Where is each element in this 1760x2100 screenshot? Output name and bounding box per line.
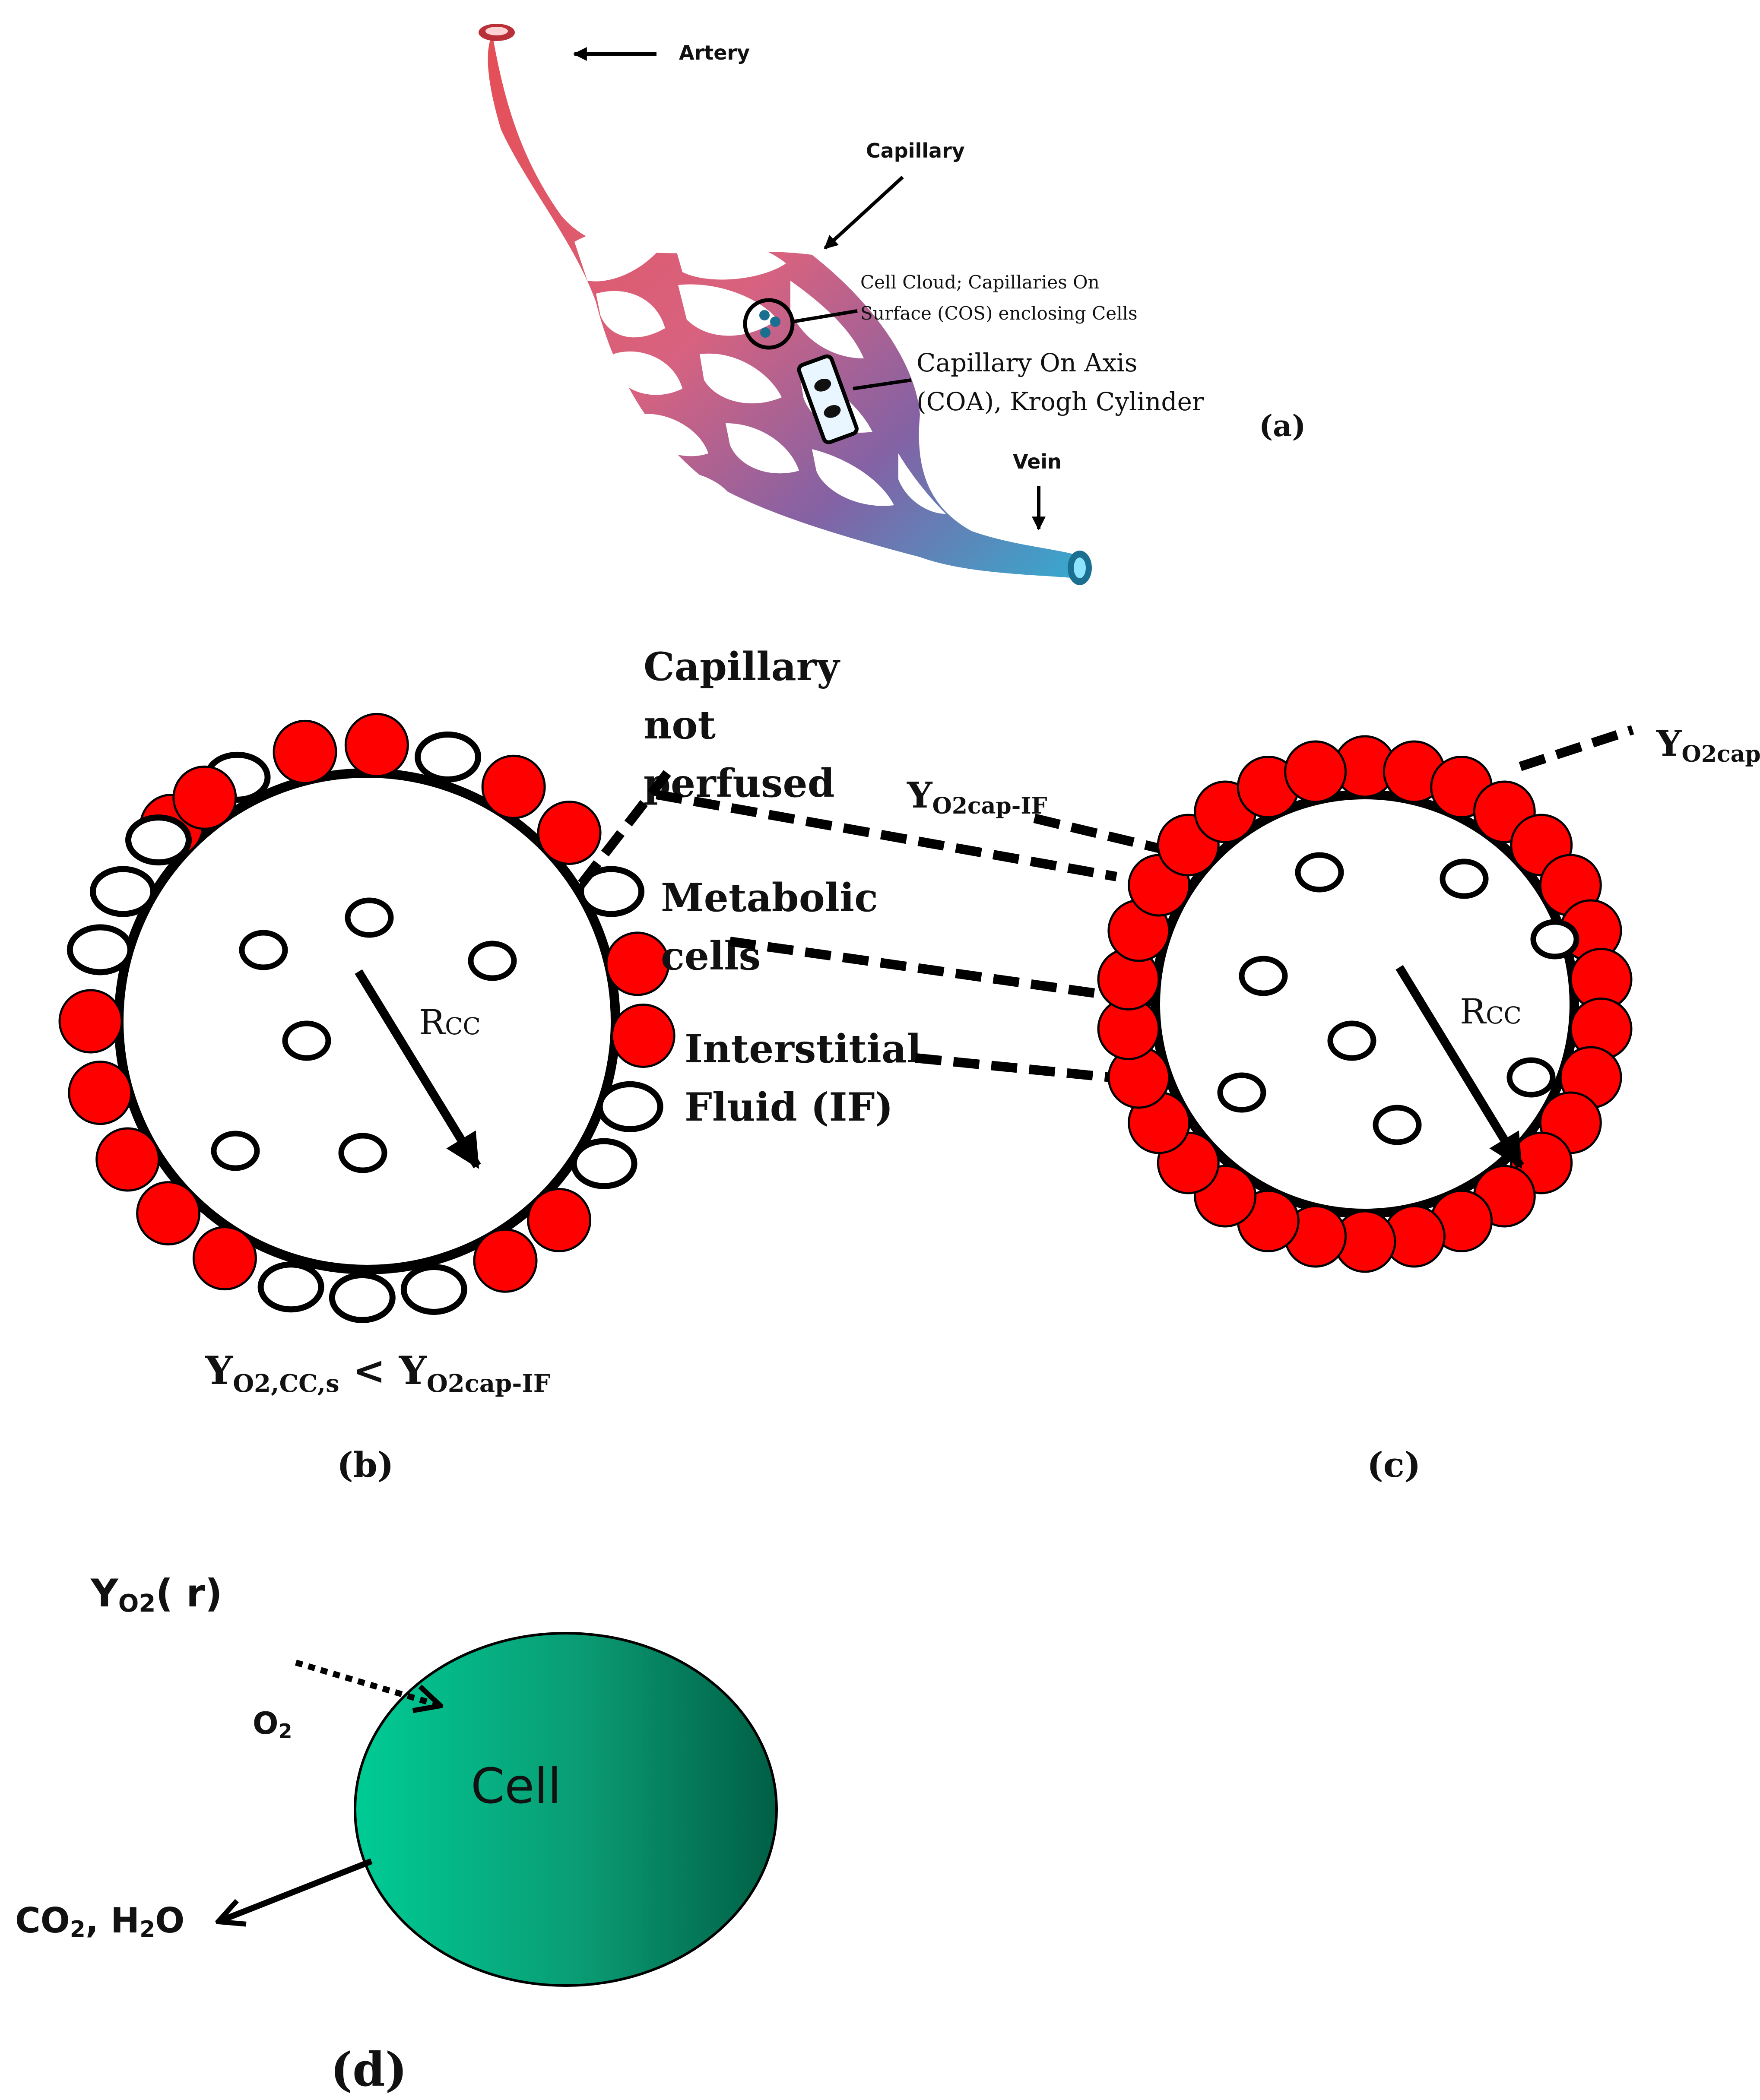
cos-leader <box>792 309 858 323</box>
metabolic-cell <box>282 1020 331 1061</box>
coa-label-line2: (COA), Krogh Cylinder <box>916 387 1204 416</box>
capillary-arrow <box>824 176 904 250</box>
capillary-ring-b <box>58 713 675 1323</box>
panel-d: Cell YO2( r) O2 CO2, H2O (d) <box>15 1571 778 2097</box>
perfused-capillary <box>136 1181 201 1246</box>
center-labels: Capillary not perfused Metabolic cells I… <box>575 644 1634 1130</box>
perfused-capillary <box>95 1127 160 1192</box>
ycap-if-label: YO2cap-IF <box>907 775 1047 819</box>
yo2r-label: YO2( r) <box>90 1571 222 1618</box>
metabolic-cell <box>1239 956 1288 996</box>
rcc-label-c: RCC <box>1460 991 1522 1032</box>
rcc-arrow-c <box>1395 965 1524 1169</box>
metabolic-cell <box>211 1131 260 1171</box>
krogh-cylinder-icon <box>797 354 859 444</box>
panel-b-tag: (b) <box>337 1444 394 1485</box>
perfused-capillary <box>537 801 602 865</box>
metabolic-cell <box>1506 1057 1556 1098</box>
o2-label: O2 <box>253 1706 292 1743</box>
panel-b: RCC YO2,CC,s < YO2cap-IF (b) <box>58 713 675 1485</box>
perfused-capillary <box>273 719 337 784</box>
metabolic-cell <box>239 930 288 970</box>
artery-label: Artery <box>679 41 750 64</box>
coa-label-line1: Capillary On Axis <box>916 348 1138 377</box>
non-perfused-capillary <box>415 731 482 782</box>
perfused-capillary <box>1284 740 1347 803</box>
vein-label: Vein <box>1013 450 1062 473</box>
perfused-capillary <box>481 754 546 819</box>
perfused-capillary <box>611 1003 675 1068</box>
non-perfused-capillary <box>89 866 156 917</box>
non-perfused-capillary <box>596 1081 663 1132</box>
metabolic-cells-line1: Metabolic <box>661 875 878 921</box>
rcc-arrow-b <box>355 969 481 1169</box>
metabolic-cells-c <box>1217 852 1579 1145</box>
capillary-ring-c <box>1097 735 1633 1273</box>
perfused-capillary <box>473 1228 538 1293</box>
interstitial-fluid-line1: Interstitial <box>685 1026 921 1072</box>
metabolic-cell <box>1373 1105 1422 1145</box>
perfused-capillary <box>344 713 409 777</box>
metabolic-cell <box>1217 1072 1266 1113</box>
metabolic-cell <box>1327 1020 1376 1061</box>
non-perfused-capillary <box>67 924 133 976</box>
cos-label-line1: Cell Cloud; Capillaries On <box>860 272 1100 293</box>
cos-label-line2: Surface (COS) enclosing Cells <box>860 303 1138 324</box>
perfused-capillary <box>58 989 123 1054</box>
metabolic-cell <box>1295 852 1344 893</box>
non-perfused-capillary <box>571 1138 637 1189</box>
non-perfused-capillary <box>578 866 645 917</box>
non-perfused-capillary <box>257 1261 324 1313</box>
metabolic-cell <box>468 941 517 981</box>
panel-c-tag: (c) <box>1367 1444 1421 1485</box>
perfused-capillary <box>527 1188 592 1252</box>
panel-c: RCC YO2cap (c) <box>1097 723 1760 1485</box>
cos-circle-icon <box>743 298 795 350</box>
panel-a-tag: (a) <box>1259 409 1306 443</box>
capillary-not-perfused-line1: Capillary <box>644 644 840 690</box>
interstitial-fluid-line2: Fluid (IF) <box>685 1084 893 1130</box>
rcc-label-b: RCC <box>419 1002 481 1042</box>
co2-h2o-label: CO2, H2O <box>15 1900 184 1942</box>
perfused-capillary <box>172 765 237 830</box>
ycap-label: YO2cap <box>1656 723 1760 767</box>
cell-label: Cell <box>471 1758 561 1815</box>
panel-a: Artery Capillary Cell Cloud; Capillaries… <box>479 24 1306 585</box>
perfused-capillary <box>605 931 670 996</box>
capillary-not-perfused-line2: not <box>644 702 716 748</box>
perfused-capillary <box>68 1061 133 1125</box>
metabolic-cell <box>1530 919 1579 960</box>
coa-leader <box>853 378 912 390</box>
panel-b-caption: YO2,CC,s < YO2cap-IF <box>205 1348 551 1398</box>
metabolic-cells-b <box>211 897 517 1173</box>
non-perfused-capillary <box>329 1272 396 1323</box>
perfused-capillary <box>192 1226 257 1291</box>
capillary-label: Capillary <box>866 139 965 162</box>
metabolic-cell <box>345 897 394 938</box>
cell-body <box>354 1632 778 1987</box>
non-perfused-capillary <box>125 814 192 866</box>
waste-outflow-arrow <box>218 1858 373 1922</box>
panel-d-tag: (d) <box>330 2043 407 2097</box>
metabolic-cell <box>1440 858 1489 899</box>
metabolic-cell <box>338 1133 387 1173</box>
non-perfused-capillary <box>400 1264 467 1315</box>
